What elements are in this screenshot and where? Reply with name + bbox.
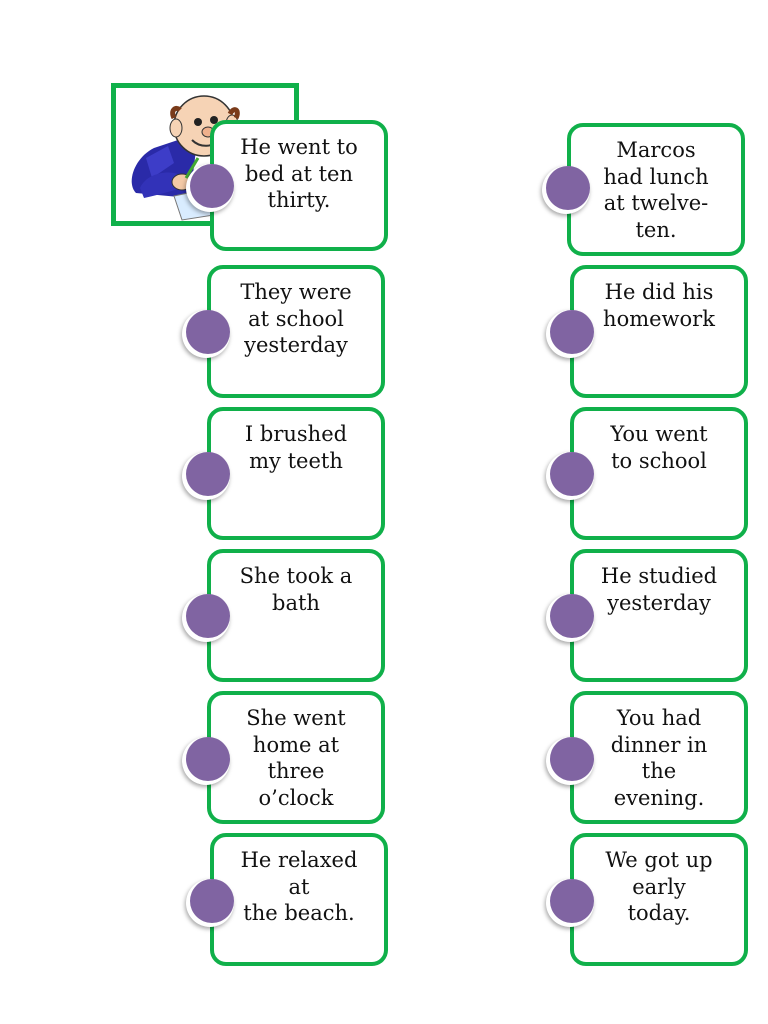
card-text-line: He studied	[600, 564, 718, 588]
card-text-line: dinner in	[610, 732, 708, 757]
card-text-line: We got up	[605, 848, 713, 872]
connector-dot[interactable]	[550, 737, 594, 781]
card-text-line: He went to	[240, 135, 358, 159]
card-text-line: She took a	[239, 564, 353, 588]
card-text-line: at school	[248, 306, 344, 331]
connector-dot[interactable]	[186, 452, 230, 496]
card-text-line: early	[632, 874, 686, 899]
connector-dot[interactable]	[550, 879, 594, 923]
card-text-line: the beach.	[243, 901, 355, 925]
connector-dot[interactable]	[550, 594, 594, 638]
card-text-line: You went	[610, 422, 708, 446]
card-text-line: homework	[603, 306, 715, 331]
connector-dot[interactable]	[186, 310, 230, 354]
connector-dot[interactable]	[186, 737, 230, 781]
card-text-line: bed at ten	[244, 161, 353, 186]
connector-dot[interactable]	[190, 879, 234, 923]
card-text-line: at twelve-	[603, 191, 709, 215]
card-text-line: home at	[252, 732, 340, 757]
card-text-line: thirty.	[267, 188, 331, 212]
card-text-line: Marcos	[616, 138, 696, 162]
card-text-line: to school	[611, 448, 707, 473]
connector-dot[interactable]	[186, 594, 230, 638]
card-text-line: You had	[616, 706, 702, 730]
card-text-line: I brushed	[244, 422, 348, 446]
card-text-line: at	[288, 874, 310, 899]
card-text-line: had lunch	[603, 164, 709, 189]
connector-dot[interactable]	[550, 310, 594, 354]
card-text-line: They were	[240, 280, 352, 304]
card-text-line: yesterday	[607, 590, 711, 615]
connector-dot[interactable]	[190, 164, 234, 208]
card-text-line: ten.	[635, 217, 677, 242]
card-text-line: my teeth	[249, 448, 343, 473]
connector-dot[interactable]	[546, 166, 590, 210]
card-text-line: the	[641, 759, 677, 783]
card-text-line: yesterday	[244, 333, 348, 357]
card-text-line: today.	[627, 901, 691, 925]
card-text-line: She went	[246, 706, 346, 730]
card-text-line: bath	[272, 590, 320, 615]
card-text-line: evening.	[613, 785, 705, 810]
card-text-line: three	[267, 759, 325, 783]
card-text-line: He relaxed	[240, 848, 358, 872]
card-text-line: o’clock	[258, 785, 334, 810]
card-text-line: He did his	[604, 280, 714, 304]
connector-dot[interactable]	[550, 452, 594, 496]
